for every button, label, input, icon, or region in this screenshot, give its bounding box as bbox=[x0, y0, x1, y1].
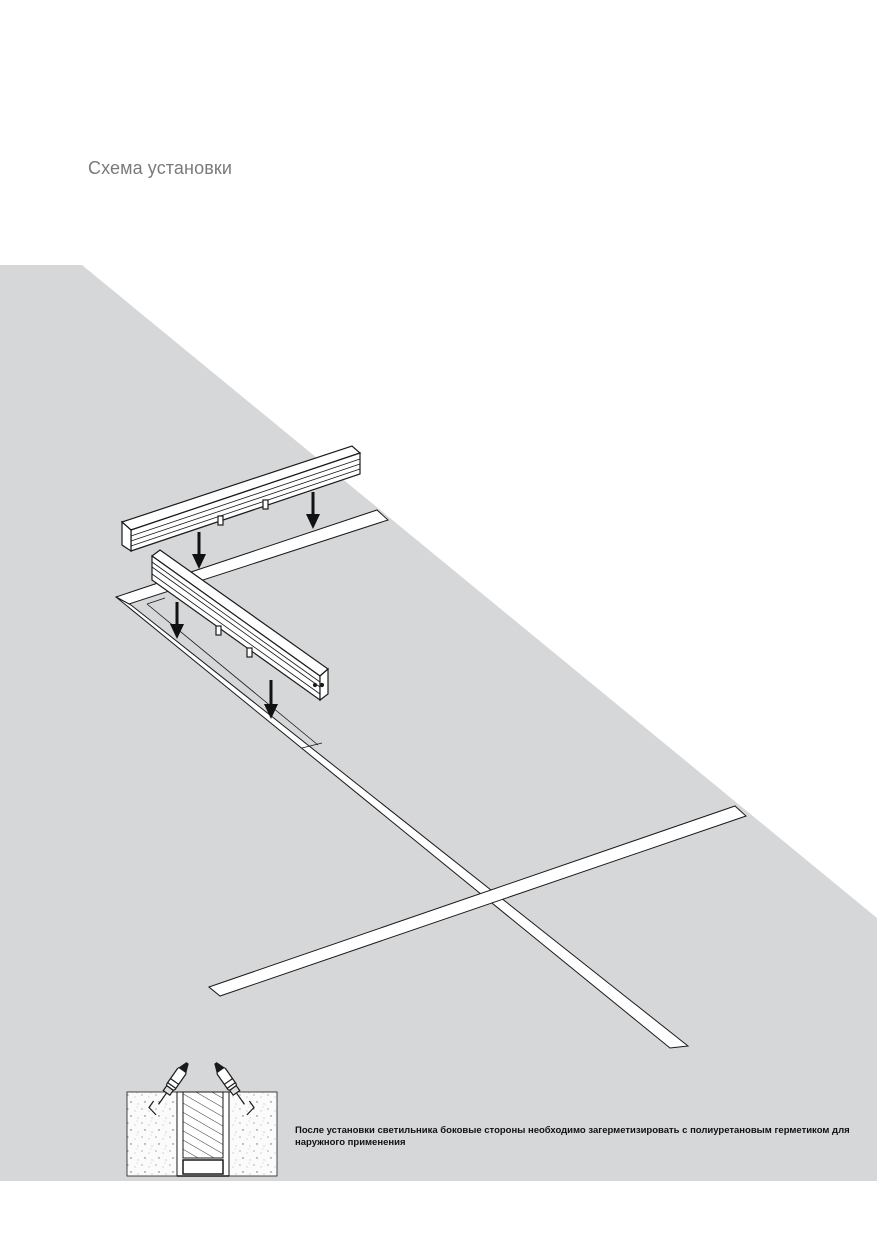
luminaire-front bbox=[150, 549, 329, 702]
cross-section-detail bbox=[126, 1091, 278, 1177]
installation-note: После установки светильника боковые стор… bbox=[295, 1125, 850, 1148]
page-title: Схема установки bbox=[88, 158, 232, 178]
down-arrow-icon bbox=[170, 492, 320, 719]
sealant-gun-icon bbox=[148, 1062, 255, 1116]
floor-surface bbox=[0, 265, 877, 1181]
luminaire-back bbox=[120, 445, 362, 553]
